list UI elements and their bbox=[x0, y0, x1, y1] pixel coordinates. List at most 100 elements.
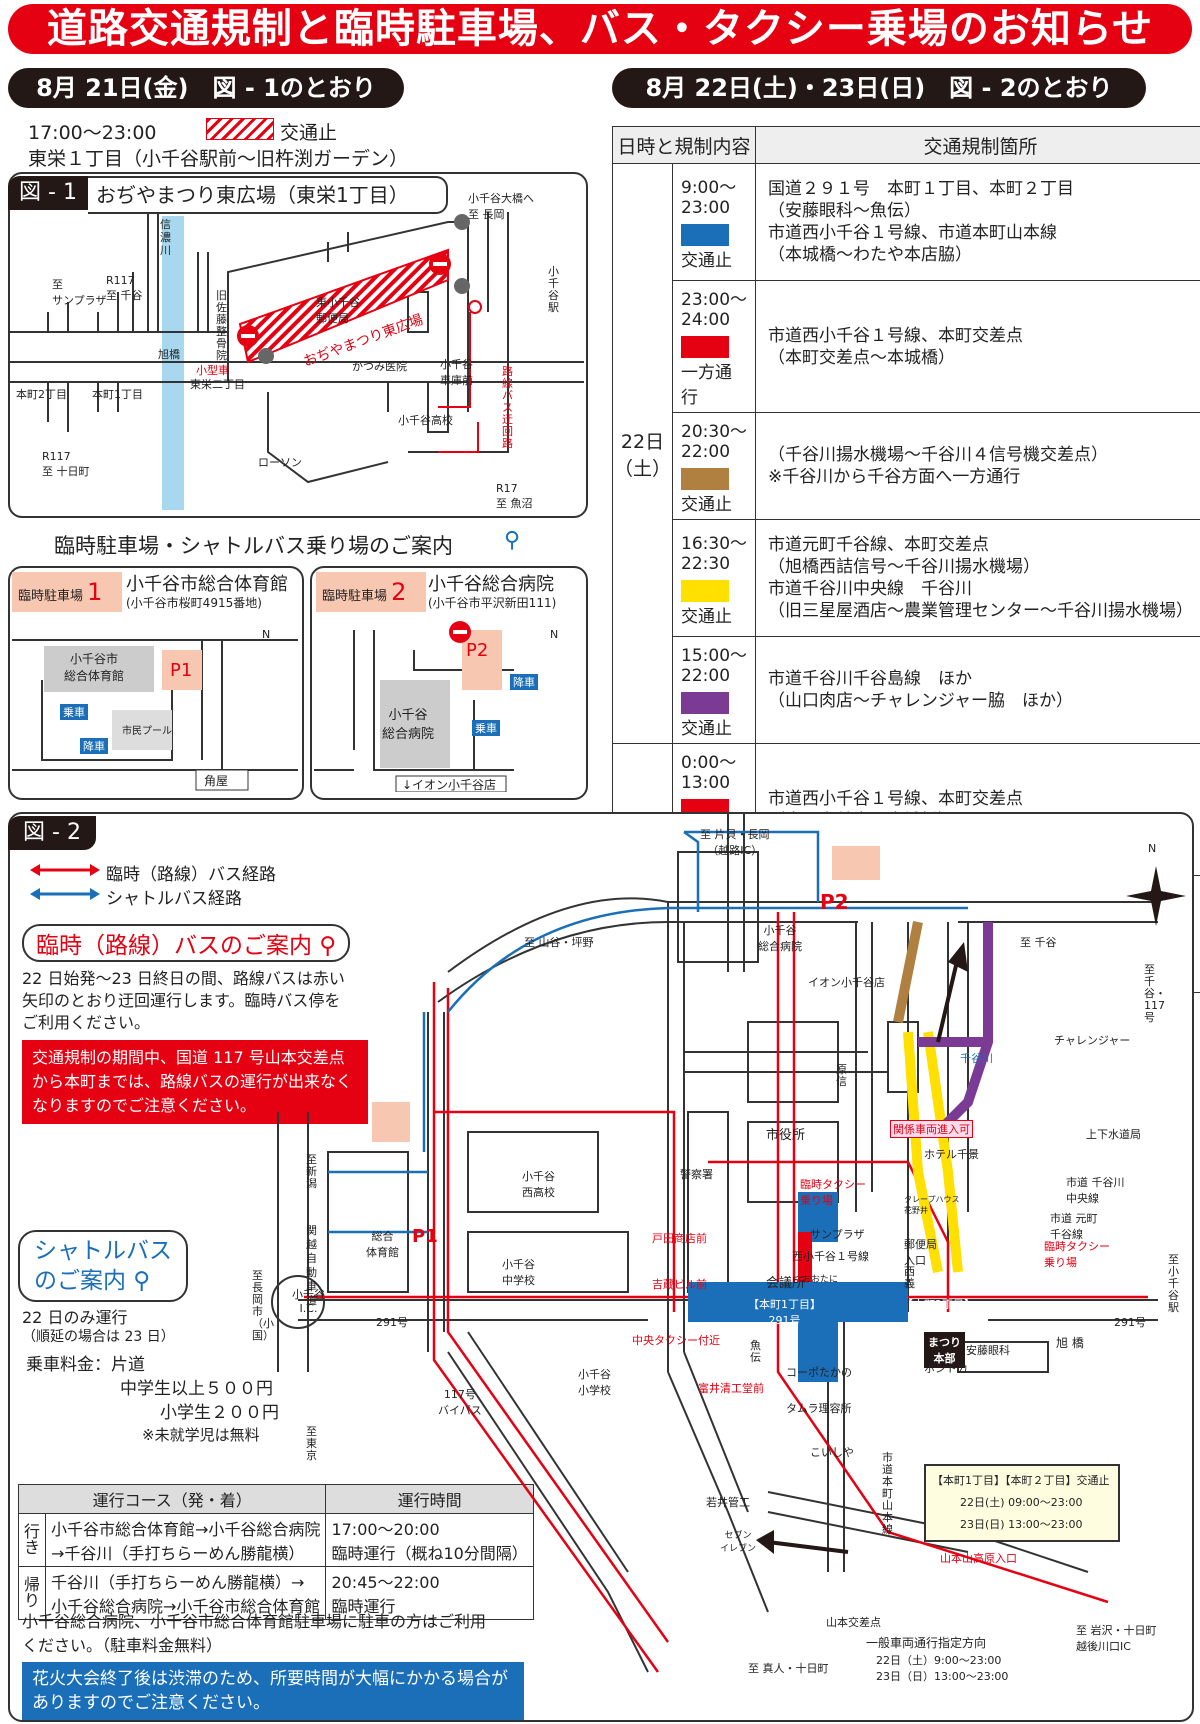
map-tomii: 富井清工堂前 bbox=[698, 1382, 764, 1395]
day21-legend: 交通止 bbox=[280, 122, 338, 144]
map-ojiya-ic: 小千谷 I.C. bbox=[292, 1288, 325, 1315]
map-p2: P2 bbox=[820, 890, 849, 914]
day21-area: 東栄１丁目（小千谷駅前〜旧杵渕ガーデン） bbox=[28, 148, 409, 170]
map-sanpuraza: サンプラザ bbox=[810, 1228, 865, 1241]
map-tamura: タムラ理容所 bbox=[786, 1402, 852, 1415]
map-r291-left: 291号 bbox=[376, 1316, 408, 1329]
legend-red-route: 臨時（路線）バス経路 bbox=[106, 865, 276, 885]
p2-north-icon: N bbox=[550, 628, 559, 641]
reg-time-cell: 23:00〜24:00 一方通行 bbox=[672, 280, 757, 413]
reg-time: 20:30〜22:00 bbox=[681, 422, 748, 462]
map-otani: おおたに bbox=[802, 1275, 839, 1285]
label-honcho1: 本町1丁目 bbox=[92, 388, 143, 401]
map-kobo: コーポたかの bbox=[786, 1366, 852, 1379]
map-yamaya: 至 山谷・坪野 bbox=[524, 936, 594, 949]
day21-heading: 8月 21日(金) 図 - 1のとおり bbox=[8, 68, 404, 108]
shuttle-header-time: 運行時間 bbox=[325, 1484, 534, 1514]
p1-pool: 市民プール bbox=[122, 726, 172, 737]
label-r17: R17 至 魚沼 bbox=[496, 482, 533, 510]
map-r291-right: 291号 bbox=[1114, 1316, 1146, 1329]
map-nagaoka: 至長岡市（小国） bbox=[252, 1269, 274, 1342]
p1-building: 小千谷市 総合体育館 bbox=[64, 652, 125, 683]
back-label: 帰り bbox=[17, 1566, 47, 1620]
figure-1-title: おぢやまつり東広場（東栄1丁目） bbox=[88, 176, 448, 214]
label-ojiya-station: 小千谷駅 bbox=[548, 265, 559, 314]
fare-label: 乗車料金：片道 bbox=[26, 1355, 145, 1375]
map-koishiya: こいしや bbox=[810, 1446, 854, 1459]
fare-elementary: 小学生２００円 bbox=[160, 1403, 279, 1423]
map-junior-high: 小千谷 中学校 bbox=[502, 1258, 535, 1287]
map-togida: 戸田商店前 bbox=[652, 1232, 707, 1245]
closure-note-title: 【本町1丁目】【本町２丁目】交通止 bbox=[932, 1474, 1110, 1487]
label-honcho2: 本町2丁目 bbox=[16, 388, 67, 401]
reg-place: 国道２９１号 本町１丁目、本町２丁目 （安藤眼科〜魚伝） 市道西小千谷１号線、市… bbox=[755, 163, 1200, 281]
go-course: 小千谷市総合体育館→小千谷総合病院 →千谷川（手打ちらーめん勝龍横） bbox=[45, 1513, 327, 1567]
closure-note-box: 【本町1丁目】【本町２丁目】交通止 22日(土) 09:00〜23:00 23日… bbox=[924, 1464, 1120, 1542]
parking-note: 小千谷総合病院、小千谷市総合体育館駐車場に駐車の方はご利用ください。（駐車料金無… bbox=[22, 1612, 487, 1655]
reg-row: 23:00〜24:00 一方通行市道西小千谷１号線、本町交差点 （本町交差点〜本城… bbox=[613, 280, 1200, 413]
map-chiya117: 至千谷・117号 bbox=[1144, 963, 1166, 1024]
reg-place: 市道西小千谷１号線、本町交差点 （本町交差点〜本城橋） bbox=[755, 280, 1200, 413]
map-challenger: チャレンジャー bbox=[1054, 1034, 1131, 1047]
reg-time: 16:30〜22:30 bbox=[681, 534, 748, 574]
map-tokyo: 至東京 bbox=[306, 1425, 317, 1462]
parking-1-tag: 臨時駐車場 1 bbox=[12, 572, 122, 612]
label-lawson: ローソン bbox=[258, 456, 302, 469]
legend-blue-route: シャトルバス経路 bbox=[106, 889, 242, 909]
reg-place: （千谷川揚水機場〜千谷川４信号機交差点） ※千谷川から千谷方面へ一方通行 bbox=[755, 412, 1200, 520]
label-sanpuraza: 至 サンプラザ bbox=[52, 278, 107, 307]
reg-header-time: 日時と規制内容 bbox=[611, 126, 757, 164]
shuttle-postpone: （順延の場合は 23 日） bbox=[22, 1329, 175, 1345]
map-kankei: 関係車両進入可 bbox=[890, 1120, 973, 1138]
reg-color-swatch bbox=[681, 336, 730, 358]
jam-note: 花火大会終了後は渋滞のため、所要時間が大幅にかかる場合がありますのでご注意くださ… bbox=[22, 1662, 524, 1720]
reg-kind: 一方通行 bbox=[681, 363, 733, 408]
parking-heading: 臨時駐車場・シャトルバス乗り場のご案内 bbox=[54, 534, 453, 558]
back-time: 20:45〜22:00 臨時運行 bbox=[325, 1566, 534, 1620]
map-katakai: 至 片貝・長岡 （越路IC） bbox=[700, 828, 770, 857]
p1-alight: 降車 bbox=[80, 738, 108, 754]
map-yamamoto-cross: 山本交差点 bbox=[826, 1616, 881, 1629]
reg-place: 市道元町千谷線、本町交差点 （旭橋西詰信号〜千谷川揚水機場） 市道千谷川中央線 … bbox=[755, 519, 1200, 637]
map-niigata: 至新潟 bbox=[306, 1153, 317, 1190]
map-wakai: 若井管工 bbox=[706, 1496, 750, 1509]
map-ippan-23: 23日（日）13:00〜23:00 bbox=[876, 1670, 1009, 1683]
map-nishi-g: 西 義 bbox=[904, 1265, 915, 1290]
go-label: 行き bbox=[17, 1513, 47, 1567]
day22-23-heading: 8月 22日(土)・23日(日) 図 - 2のとおり bbox=[612, 68, 1146, 108]
label-detour: 路線バス迂回路 bbox=[502, 365, 513, 450]
map-aeon: イオン小千谷店 bbox=[808, 976, 885, 989]
shuttle-table: 運行コース（発・着）運行時間 行き小千谷市総合体育館→小千谷総合病院 →千谷川（… bbox=[17, 1484, 534, 1620]
map-hospital: 小千谷 総合病院 bbox=[758, 924, 802, 953]
map-seven: セブン イレブン bbox=[720, 1531, 757, 1554]
map-post: 郵便局 入口 bbox=[904, 1238, 937, 1267]
figure-1-roads bbox=[8, 212, 584, 510]
map-ojiya-station: 至小千谷駅 bbox=[1168, 1253, 1179, 1314]
reg-time: 15:00〜22:00 bbox=[681, 646, 748, 686]
label-post: 東小千谷 郵便局 bbox=[316, 296, 360, 325]
reg-kind: 交通止 bbox=[681, 719, 733, 739]
compass-icon bbox=[1126, 866, 1186, 926]
reg-color-swatch bbox=[681, 692, 730, 714]
map-ando: 安藤眼科 bbox=[966, 1344, 1010, 1357]
map-bypass: 117号 バイパス bbox=[438, 1388, 482, 1417]
p1-mark: P1 bbox=[170, 660, 193, 681]
temp-bus-text: 22 日始発〜23 日終日の間、路線バスは赤い矢印のとおり迂回運行します。臨時バ… bbox=[22, 969, 345, 1032]
map-kanetsu: 関越自動車道 bbox=[306, 1224, 317, 1307]
figure-1-tab: 図 - 1 bbox=[8, 176, 88, 210]
reg-time-cell: 15:00〜22:00 交通止 bbox=[672, 636, 757, 744]
closure-note-22: 22日(土) 09:00〜23:00 bbox=[960, 1496, 1083, 1509]
parking-2-address: (小千谷市平沢新田111) bbox=[428, 596, 557, 610]
shuttle-heading: シャトルバスのご案内 ⚲ bbox=[18, 1230, 188, 1302]
map-ippan: 一般車両通行指定方向 bbox=[866, 1636, 987, 1650]
map-hotel: ホテル千景 bbox=[924, 1148, 979, 1161]
label-kogata: 小型車 bbox=[196, 364, 229, 377]
reg-time: 23:00〜24:00 bbox=[681, 290, 748, 330]
label-ohashi: 小千谷大橋へ 至 長岡 bbox=[468, 192, 534, 221]
map-police: 警察署 bbox=[680, 1168, 713, 1181]
parking-1-address: (小千谷市桜町4915番地) bbox=[126, 596, 262, 610]
